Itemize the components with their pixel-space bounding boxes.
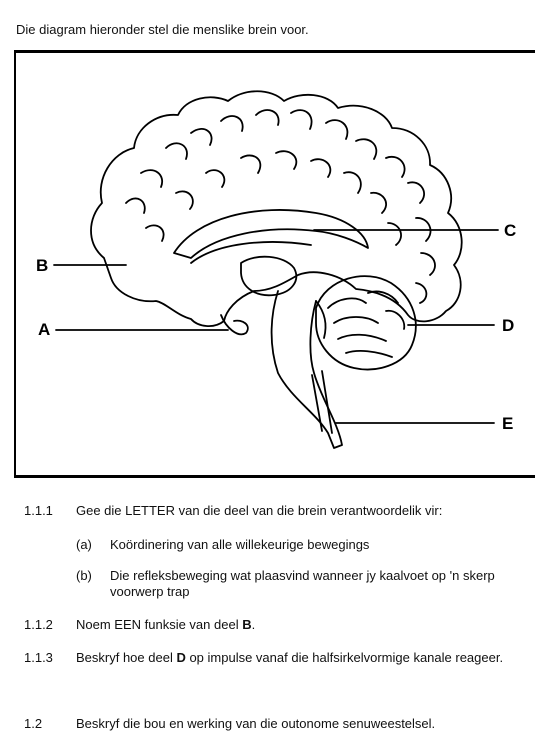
- intro-text: Die diagram hieronder stel die menslike …: [16, 22, 309, 37]
- label-c: C: [504, 221, 516, 240]
- question-number: 1.1.1: [24, 503, 53, 518]
- thalamus: [240, 255, 298, 297]
- question-part-b: (b) Die refleksbeweging wat plaasvind wa…: [0, 568, 535, 604]
- label-e: E: [502, 414, 513, 433]
- gyrus-inner: [145, 150, 402, 246]
- label-d: D: [502, 316, 514, 335]
- pituitary: [220, 314, 249, 336]
- question-1-1-2: 1.1.2 Noem EEN funksie van deel B.: [0, 617, 535, 637]
- question-text: Gee die LETTER van die deel van die brei…: [76, 503, 443, 518]
- label-b: B: [36, 256, 48, 275]
- part-label: (a): [76, 537, 92, 552]
- question-1-1-3: 1.1.3 Beskryf hoe deel D op impulse vana…: [0, 650, 535, 686]
- spinal-cord: [311, 370, 333, 434]
- part-label: (b): [76, 568, 92, 583]
- question-number: 1.1.3: [24, 650, 53, 665]
- cerebrum-outline: [90, 90, 463, 327]
- label-a: A: [38, 320, 50, 339]
- question-number: 1.1.2: [24, 617, 53, 632]
- gyrus-lines: [125, 109, 436, 304]
- question-1-2: 1.2 Beskryf die bou en werking van die o…: [0, 716, 535, 736]
- question-text: Noem EEN funksie van deel B.: [76, 617, 256, 632]
- brain-diagram-frame: A B C D E: [14, 50, 535, 478]
- corpus-callosum: [173, 209, 369, 259]
- question-text: Beskryf die bou en werking van die outon…: [76, 716, 436, 731]
- part-text: Koördinering van alle willekeurige beweg…: [110, 537, 370, 552]
- part-text: Die refleksbeweging wat plaasvind wannee…: [110, 568, 495, 599]
- cerebellum: [315, 275, 417, 371]
- question-part-a: (a) Koördinering van alle willekeurige b…: [0, 537, 535, 557]
- question-1-1-1: 1.1.1 Gee die LETTER van die deel van di…: [0, 503, 535, 523]
- question-text: Beskryf hoe deel D op impulse vanaf die …: [76, 650, 504, 665]
- brain-diagram: A B C D E: [36, 90, 516, 449]
- question-number: 1.2: [24, 716, 43, 731]
- brain-stem: [270, 290, 343, 449]
